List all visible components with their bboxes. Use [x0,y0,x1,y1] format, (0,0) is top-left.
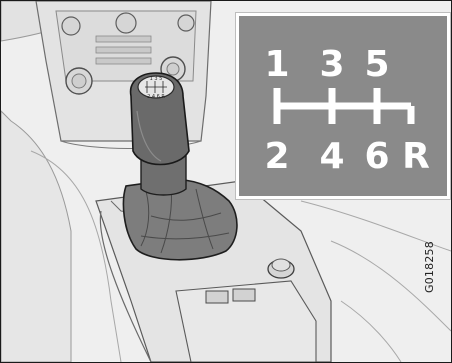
figure-code: G018258 [423,241,436,293]
gear-pattern-inset: 1 3 5 2 4 6 R [236,13,450,199]
gear-label-5: 5 [364,44,389,85]
gear-label-3: 3 [319,44,344,85]
shift-gate-lines [277,88,411,124]
knob-icon [116,13,136,33]
gear-label-4: 4 [319,136,344,177]
gear-label-1: 1 [264,44,289,85]
knob-engraving-top: 1 3 5 [150,76,163,82]
shift-pattern-diagram: 1 3 5 2 4 6 R [239,16,447,196]
knob-icon [62,17,80,35]
console-switch-icon [233,289,255,301]
gear-label-2: 2 [264,136,289,177]
knob-engraving-bottom: 2 4 6 R [147,94,165,100]
knob-icon [178,15,194,31]
console-switch-icon [206,291,228,303]
gear-label-reverse: R [402,136,430,177]
gear-label-6: 6 [364,136,389,177]
